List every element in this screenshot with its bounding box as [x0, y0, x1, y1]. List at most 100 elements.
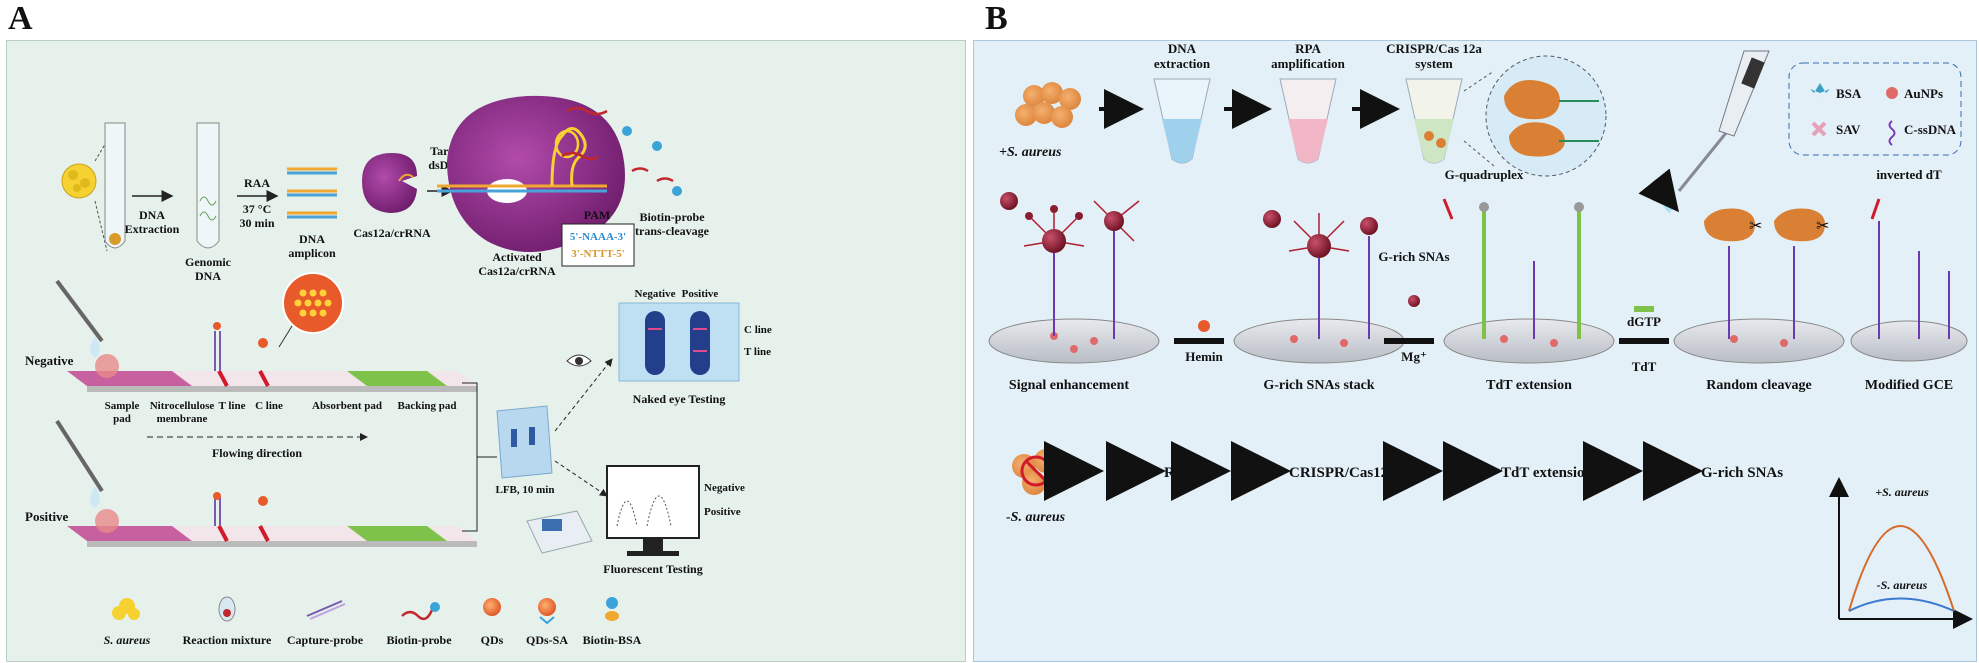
label-raa: RAA — [244, 176, 270, 190]
forbidden-icon-2 — [1231, 458, 1257, 484]
label-biotin-cleavage-2: trans-cleavage — [635, 224, 710, 238]
label-genomic-dna-2: DNA — [195, 269, 221, 283]
panel-a-diagram: DNA Extraction Genomic DNA RAA 37 °C 30 … — [25, 95, 772, 647]
qd-zoom-icon — [278, 272, 344, 348]
forbidden-icon-4 — [1643, 458, 1669, 484]
g-quadruplex-icon — [1442, 198, 1454, 220]
label-signal-enhancement: Signal enhancement — [1009, 378, 1130, 393]
legend-sav-icon — [1811, 121, 1827, 137]
label-negative: Negative — [25, 353, 74, 368]
monitor-icon — [606, 465, 700, 556]
signal-curve-inset — [1829, 477, 1973, 629]
result-box — [618, 302, 740, 382]
legend-biotin-probe-icon — [401, 602, 440, 621]
dgtp-icon — [1634, 306, 1654, 312]
arrow-to-fluor — [554, 460, 608, 497]
label-fluor-positive: Positive — [704, 506, 741, 518]
label-fluor-negative: Negative — [704, 482, 745, 494]
label-pam-seq2: 3'-NTTT-5' — [571, 248, 624, 260]
label-curve-neg: -S. aureus — [1877, 578, 1928, 592]
legend-label-mixture: Reaction mixture — [183, 633, 272, 647]
panel-a-letter: A — [8, 0, 33, 37]
dna-amplicon-icon — [287, 167, 337, 219]
tube-b3-icon — [1405, 78, 1463, 164]
legend-capture-icon — [306, 600, 346, 620]
arrow-to-cleavage — [1638, 168, 1679, 213]
tube-b1-icon — [1153, 78, 1211, 164]
label-genomic-dna-1: Genomic — [185, 255, 232, 269]
legend-label-sav: SAV — [1836, 122, 1861, 137]
inverted-dt-icon — [1870, 198, 1881, 220]
forbidden-icon-3 — [1443, 458, 1469, 484]
label-raa-temp: 37 °C — [243, 202, 271, 216]
label-b-dna-1: DNA — [1168, 41, 1197, 56]
neg-chain-crispr: CRISPR/Cas12a — [1289, 465, 1396, 481]
label-dgtp: dGTP — [1627, 314, 1661, 329]
legend-label-qds: QDs — [481, 633, 504, 647]
label-dna-amplicon-1: DNA — [299, 232, 325, 246]
svg-text:✂: ✂ — [1816, 218, 1829, 235]
label-activated-1: Activated — [492, 250, 542, 264]
neg-chain-tdt: TdT extension — [1501, 465, 1593, 481]
label-strip-negative: Negative — [635, 288, 676, 300]
label-c-line-right: C line — [744, 324, 772, 336]
label-backing-pad: Backing pad — [398, 400, 457, 412]
label-dna-amplicon-2: amplicon — [288, 246, 336, 260]
negative-lfa-strip — [67, 322, 477, 392]
legend-aunps-icon — [1886, 87, 1898, 99]
legend-label-capture: Capture-probe — [287, 633, 364, 647]
label-curve-pos: +S. aureus — [1875, 485, 1929, 499]
strip-positive — [690, 311, 710, 375]
label-s-aureus-neg: -S. aureus — [1006, 510, 1066, 525]
label-t-line-right: T line — [744, 346, 771, 358]
pipette-icon — [55, 279, 104, 358]
neg-chain-rpa: RPA — [1164, 465, 1194, 481]
strip-negative — [645, 311, 665, 375]
label-fluorescent-testing: Fluorescent Testing — [603, 562, 702, 576]
label-nitro-2: membrane — [157, 413, 208, 425]
g-rich-sna-icon — [1408, 295, 1420, 307]
panel-b: +S. aureus DNA extraction RPA amplificat… — [973, 40, 1977, 662]
legend-label-biotin-probe: Biotin-probe — [386, 633, 452, 647]
legend-saureus-icon — [112, 598, 140, 620]
label-tdt-extension: TdT extension — [1486, 378, 1572, 393]
svg-text:✂: ✂ — [1749, 218, 1762, 235]
label-positive: Positive — [25, 509, 69, 524]
arrow-to-naked-eye — [554, 358, 613, 432]
label-g-quadruplex: G-quadruplex — [1445, 167, 1524, 182]
legend-label-cssdna: C-ssDNA — [1904, 122, 1957, 137]
legend-label-biotin-bsa: Biotin-BSA — [583, 633, 642, 647]
legend-biotin-bsa-icon — [605, 597, 619, 621]
label-g-rich-snas: G-rich SNAs — [1378, 249, 1449, 264]
label-b-dna-2: extraction — [1154, 56, 1211, 71]
label-g-rich-stack: G-rich SNAs stack — [1263, 378, 1374, 393]
label-strip-positive: Positive — [682, 288, 719, 300]
label-sample-pad-2: pad — [113, 413, 131, 425]
label-c-line: C line — [255, 400, 283, 412]
label-b-crispr-1: CRISPR/Cas 12a — [1386, 41, 1482, 56]
label-sample-pad-1: Sample — [105, 400, 140, 412]
legend-mixture-icon — [218, 596, 236, 622]
label-absorbent-pad: Absorbent pad — [312, 400, 382, 412]
s-aureus-cells-icon — [1015, 82, 1081, 128]
label-b-rpa-1: RPA — [1295, 41, 1321, 56]
hemin-icon — [1198, 320, 1210, 332]
legend-label-saureus: S. aureus — [104, 633, 151, 647]
disc-signal-enhancement — [988, 192, 1160, 364]
label-tdt: TdT — [1632, 359, 1657, 374]
biotin-probe-cleavage-icon — [561, 106, 682, 196]
legend-bsa-icon — [1810, 83, 1830, 99]
label-hemin: Hemin — [1185, 349, 1223, 364]
label-naked-eye: Naked eye Testing — [633, 392, 726, 406]
label-nitro-1: Nitrocellulose — [150, 400, 215, 412]
eye-icon — [566, 354, 592, 367]
legend-qds-sa-icon — [538, 598, 556, 625]
label-biotin-cleavage-1: Biotin-probe — [639, 210, 705, 224]
pam-box — [561, 223, 635, 267]
label-b-crispr-2: system — [1415, 56, 1453, 71]
lfb-cassette-icon — [496, 405, 553, 479]
disc-random-cleavage: ✂✂ — [1673, 208, 1845, 364]
label-random-cleavage: Random cleavage — [1706, 378, 1811, 393]
label-b-rpa-2: amplification — [1271, 56, 1345, 71]
label-flowing-direction: Flowing direction — [212, 446, 302, 460]
